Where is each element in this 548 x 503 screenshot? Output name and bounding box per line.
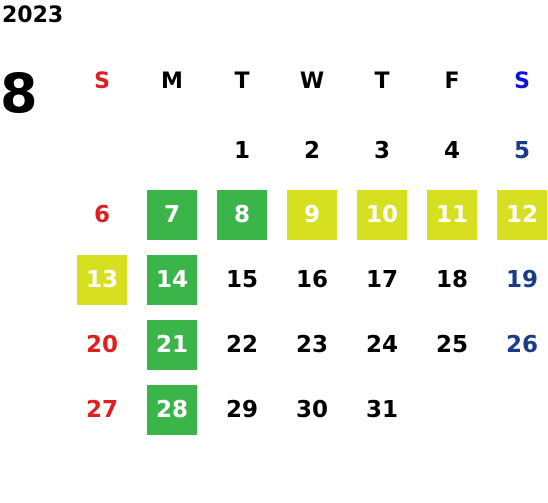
day-cell-1[interactable]: 1 [233,138,250,164]
weekday-header: F [444,68,460,94]
day-cell-8[interactable]: 8 [217,190,267,240]
day-cell-6[interactable]: 6 [93,202,110,228]
day-cell-20[interactable]: 20 [85,332,118,358]
weekday-header: S [94,68,110,94]
day-cell-3[interactable]: 3 [373,138,390,164]
weekday-header: T [234,68,250,94]
day-cell-29[interactable]: 29 [225,397,258,423]
day-cell-11[interactable]: 11 [427,190,477,240]
day-cell-17[interactable]: 17 [365,267,398,293]
day-cell-30[interactable]: 30 [295,397,328,423]
day-cell-13[interactable]: 13 [77,255,127,305]
day-cell-26[interactable]: 26 [505,332,538,358]
weekday-header: T [374,68,390,94]
day-cell-19[interactable]: 19 [505,267,538,293]
month-number: 8 [0,62,38,125]
day-cell-28[interactable]: 28 [147,385,197,435]
day-cell-31[interactable]: 31 [365,397,398,423]
weekday-header: S [514,68,530,94]
day-cell-27[interactable]: 27 [85,397,118,423]
day-cell-18[interactable]: 18 [435,267,468,293]
day-cell-25[interactable]: 25 [435,332,468,358]
year-label: 2023 [2,3,64,28]
day-cell-7[interactable]: 7 [147,190,197,240]
day-cell-14[interactable]: 14 [147,255,197,305]
day-cell-5[interactable]: 5 [513,138,530,164]
day-cell-2[interactable]: 2 [303,138,320,164]
weekday-header: W [299,68,325,94]
day-cell-9[interactable]: 9 [287,190,337,240]
day-cell-16[interactable]: 16 [295,267,328,293]
day-cell-4[interactable]: 4 [443,138,460,164]
day-cell-12[interactable]: 12 [497,190,547,240]
day-cell-23[interactable]: 23 [295,332,328,358]
weekday-header: M [161,68,183,94]
day-cell-21[interactable]: 21 [147,320,197,370]
day-cell-22[interactable]: 22 [225,332,258,358]
day-cell-10[interactable]: 10 [357,190,407,240]
day-cell-15[interactable]: 15 [225,267,258,293]
day-cell-24[interactable]: 24 [365,332,398,358]
